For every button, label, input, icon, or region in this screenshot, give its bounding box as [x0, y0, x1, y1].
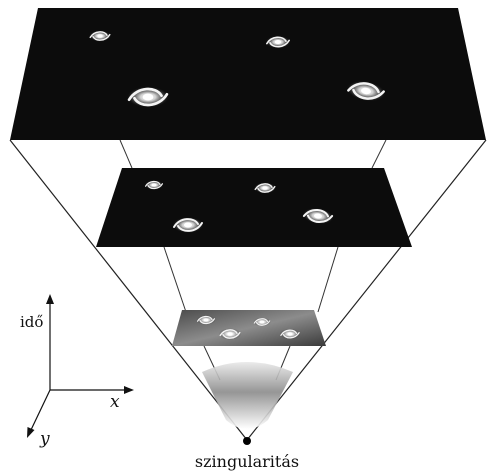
galaxy-icon — [195, 314, 217, 326]
galaxy-icon — [253, 181, 277, 195]
cone-outline — [9, 139, 487, 441]
galaxy-icon — [264, 34, 292, 50]
early-universe-glow — [202, 362, 293, 429]
axes — [27, 294, 134, 438]
slice-guide-lines — [119, 139, 387, 381]
y-axis-line — [29, 389, 51, 433]
galaxy-icon — [252, 317, 272, 327]
singularity-label: szingularitás — [195, 452, 299, 471]
galaxy-icon — [125, 84, 171, 110]
galaxy-icon — [278, 328, 302, 340]
slice-early — [172, 310, 326, 346]
galaxy-icon — [88, 29, 112, 43]
x-axis-arrow — [124, 386, 134, 394]
y-axis-label: y — [39, 429, 50, 449]
slice-middle — [96, 168, 412, 247]
time-axis-label: idő — [20, 313, 43, 331]
x-axis-label: x — [110, 392, 120, 412]
galaxy-icon — [171, 216, 205, 234]
singularity-dot — [243, 437, 251, 445]
galaxy-icon — [143, 179, 165, 191]
y-axis-arrow — [27, 427, 35, 438]
galaxy-icon — [218, 327, 242, 341]
slice-present — [10, 8, 486, 140]
time-axis-arrow — [46, 294, 54, 304]
